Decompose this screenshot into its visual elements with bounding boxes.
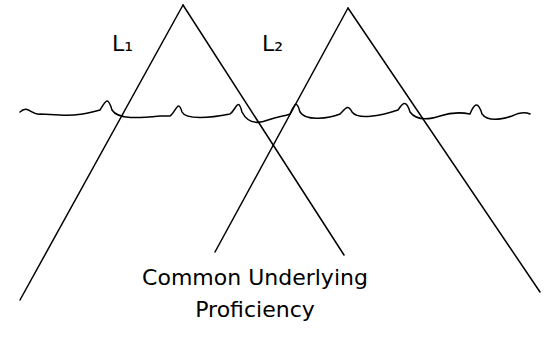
proficiency-label: Common Underlying Proficiency — [100, 262, 410, 326]
iceberg-edge — [348, 8, 540, 292]
language-label: L₂ — [262, 28, 283, 60]
iceberg-edge — [183, 5, 344, 255]
water-line — [20, 101, 530, 122]
language-label: L₁ — [112, 28, 133, 60]
iceberg-edge — [215, 8, 348, 252]
iceberg-edge — [20, 5, 183, 300]
